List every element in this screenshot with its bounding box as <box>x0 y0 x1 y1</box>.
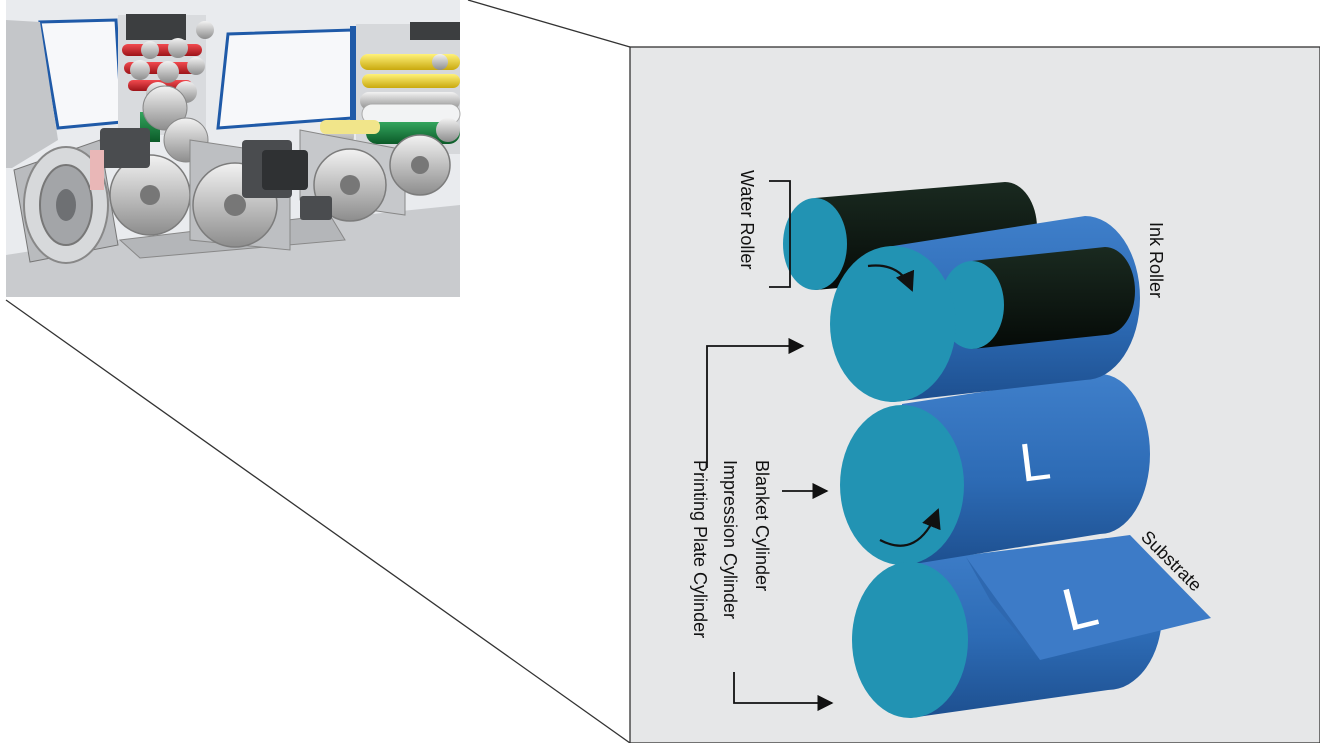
ink-roller-label: Ink Roller <box>1146 222 1166 298</box>
upper-cylinder-face <box>830 246 956 402</box>
blanket-cylinder-label: Blanket Cylinder <box>752 460 772 591</box>
leader-printing-plate <box>706 337 805 468</box>
printing-press-thumbnail <box>6 0 461 297</box>
zoom-connector-lines <box>5 0 631 743</box>
lower-cylinder-face <box>852 562 968 718</box>
substrate-sheet <box>966 535 1211 660</box>
blanket-image-mark: L <box>1016 430 1053 493</box>
ink-roller <box>940 247 1135 349</box>
rotation-arrow-middle <box>879 508 941 547</box>
middle-cylinder-body <box>902 374 1150 566</box>
impression-cylinder-label: Impression Cylinder <box>720 460 740 619</box>
leader-impression <box>733 672 834 712</box>
rotation-arrow-top <box>867 264 915 292</box>
printing-plate-cylinder-label: Printing Plate Cylinder <box>690 460 710 638</box>
middle-cylinder-face <box>840 405 964 565</box>
water-roller-label: Water Roller <box>737 170 757 269</box>
water-roller-bracket <box>769 180 791 288</box>
leader-lines <box>706 337 834 712</box>
